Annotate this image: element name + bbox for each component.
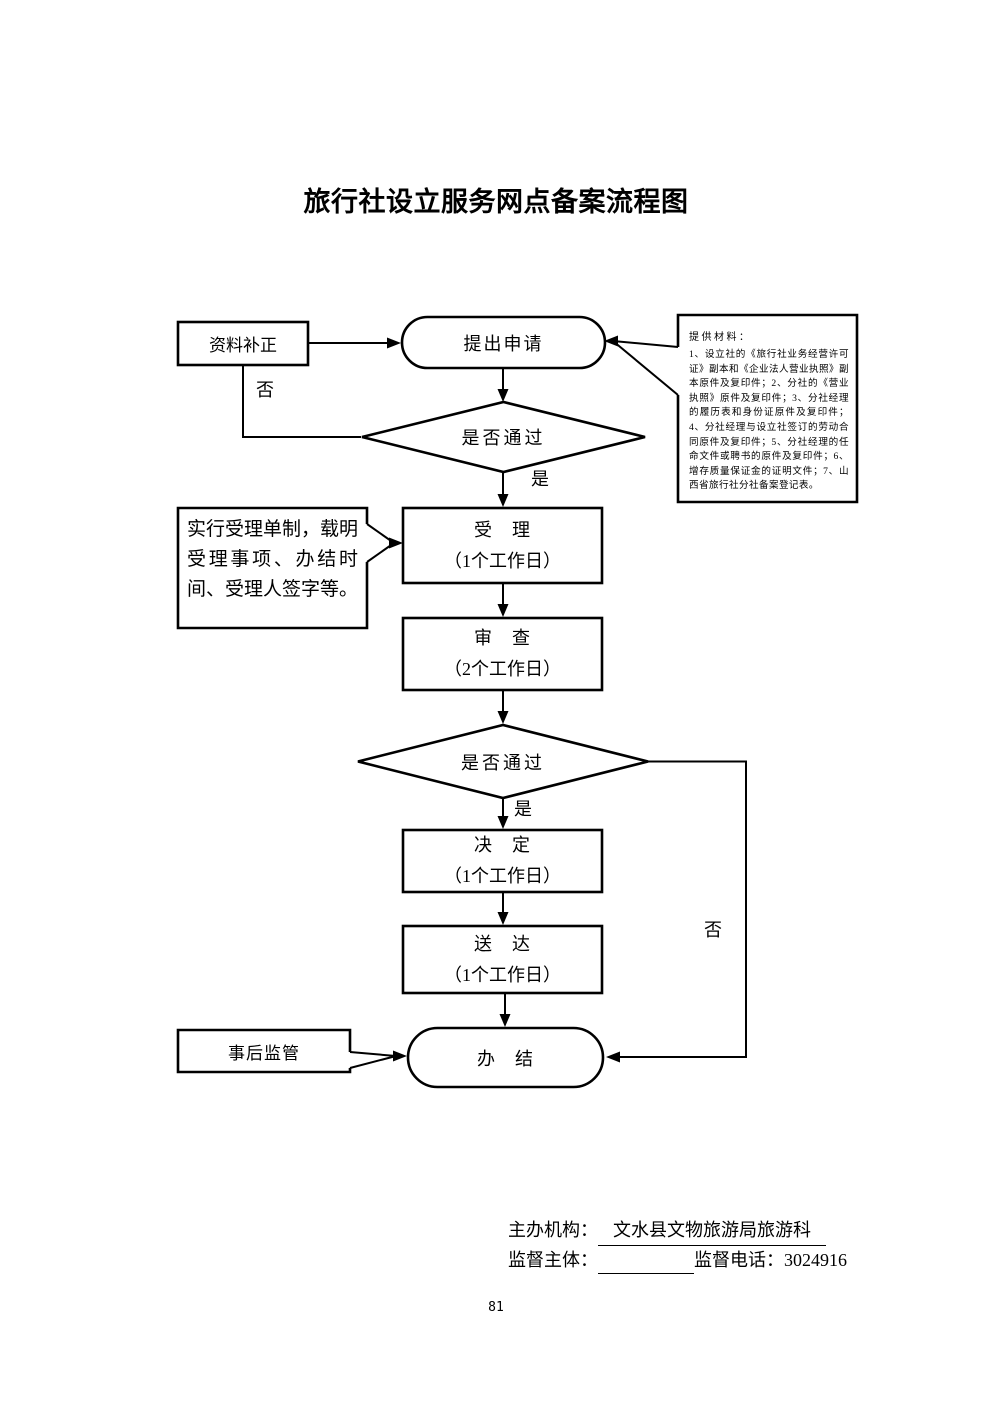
arrowhead-into-review	[497, 604, 509, 617]
data-correction-label: 资料补正	[209, 336, 277, 355]
submit-application-label: 提出申请	[463, 333, 544, 354]
arrowhead-into-submit	[387, 337, 401, 349]
arrowhead-into-check2	[497, 711, 509, 724]
complete-label: 办 结	[477, 1048, 534, 1069]
review-duration: （2个工作日）	[444, 659, 561, 679]
footer-supervisor-label: 监督主体：	[508, 1249, 598, 1270]
edge-label-yes-bottom: 是	[514, 799, 532, 819]
edge-label-yes-top: 是	[531, 469, 549, 489]
materials-heading: 提供材料：	[689, 332, 752, 343]
decide-title: 决 定	[474, 835, 531, 855]
pass-check-1-label: 是否通过	[461, 428, 546, 448]
deliver-duration: （1个工作日）	[444, 964, 561, 985]
deliver-title: 送 达	[474, 933, 531, 954]
arrowhead-into-deliver	[497, 912, 509, 925]
accept-duration: （1个工作日）	[444, 550, 561, 571]
page-number: 81	[488, 1300, 504, 1315]
review-title: 审 查	[474, 628, 531, 648]
arrowhead-into-check1	[497, 389, 509, 402]
arrowhead-materials-to-submit	[604, 335, 618, 347]
arrowhead-into-complete-right	[606, 1051, 620, 1063]
accept-title: 受 理	[474, 519, 531, 540]
arrowhead-into-accept	[497, 494, 509, 507]
materials-note: 提供材料： 1、设立社的《旅行社业务经营许可证》副本和《企业法人营业执照》副本原…	[678, 315, 858, 503]
edge-label-no-right: 否	[704, 920, 722, 940]
edge-label-no-top: 否	[256, 380, 274, 400]
arrowhead-supervision-to-complete	[393, 1050, 407, 1062]
arrowhead-into-decide	[497, 816, 509, 829]
connector-no-branch-to-complete	[620, 760, 747, 1058]
footer-supervisor-blank	[598, 1253, 694, 1274]
footer-phone-label: 监督电话：	[694, 1249, 784, 1270]
footer-host-row: 主办机构：文水县文物旅游局旅游科	[508, 1216, 847, 1246]
arrowhead-note-to-accept	[389, 537, 403, 549]
pass-check-2-label: 是否通过	[461, 752, 545, 773]
footer-host-label: 主办机构：	[508, 1220, 598, 1240]
footer-host-value: 文水县文物旅游局旅游科	[598, 1216, 826, 1246]
accept-note: 实行受理单制，载明受理事项、办结时间、受理人签字等。	[187, 519, 359, 600]
flowchart-title: 旅行社设立服务网点备案流程图	[303, 187, 689, 217]
accept-note-callout-wedge	[366, 523, 395, 563]
footer-phone-value: 3024916	[784, 1249, 847, 1270]
footer: 主办机构：文水县文物旅游局旅游科 监督主体： 监督电话：3024916	[508, 1216, 847, 1274]
post-supervision-label: 事后监管	[228, 1043, 300, 1063]
materials-callout-wedge	[612, 340, 679, 396]
post-supervision-callout-wedge	[349, 1051, 397, 1069]
footer-supervisor-row: 监督主体： 监督电话：3024916	[508, 1246, 847, 1274]
decide-duration: （1个工作日）	[444, 866, 561, 886]
arrowhead-into-complete-top	[499, 1014, 511, 1027]
materials-body: 1、设立社的《旅行社业务经营许可证》副本和《企业法人营业执照》副本原件及复印件；…	[689, 349, 849, 492]
